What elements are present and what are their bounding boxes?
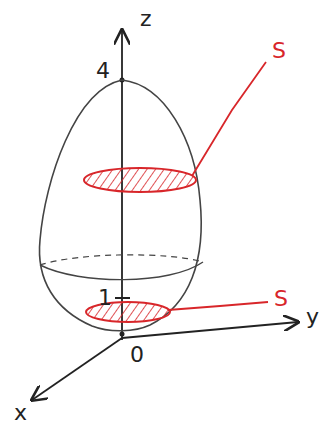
tick <box>115 297 130 299</box>
surface-label: S <box>272 40 286 62</box>
axis-label: z <box>140 8 152 30</box>
origin-dot <box>120 332 125 337</box>
leader-line <box>192 62 266 176</box>
axis-label: y <box>306 306 319 328</box>
surface-label: S <box>274 288 288 310</box>
section-s <box>84 168 196 192</box>
tick-label: 4 <box>96 60 110 82</box>
axis-label: x <box>14 402 27 424</box>
mid-section-back <box>40 255 203 265</box>
leader-line <box>168 302 268 310</box>
surface-outline <box>39 80 201 331</box>
mid-section <box>40 262 203 280</box>
y-axis <box>122 322 298 338</box>
origin-label: 0 <box>130 344 144 366</box>
x-axis <box>32 338 122 400</box>
tick-label: 1 <box>98 287 112 309</box>
